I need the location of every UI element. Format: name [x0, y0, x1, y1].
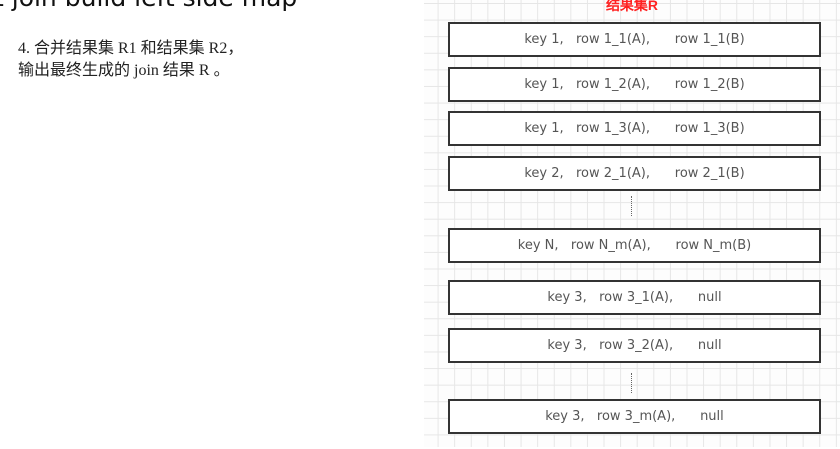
diagram-title: 结果集R [605, 0, 659, 13]
step-line-2: 输出最终生成的 join 结果 R 。 [18, 62, 230, 79]
result-row: key 1, row 1_1(A), row 1_1(B) [448, 22, 821, 57]
result-row: key 3, row 3_m(A), null [448, 399, 821, 434]
step-description: 4. 合并结果集 R1 和结果集 R2， 输出最终生成的 join 结果 R 。 [18, 38, 243, 82]
result-row: key 3, row 3_2(A), null [448, 328, 821, 363]
step-line-1: 4. 合并结果集 R1 和结果集 R2， [18, 40, 244, 57]
result-set-diagram: 结果集R key 1, row 1_1(A), row 1_1(B) key 1… [424, 0, 840, 447]
ellipsis-dots-icon [631, 373, 632, 393]
result-row: key 2, row 2_1(A), row 2_1(B) [448, 156, 821, 191]
result-row: key N, row N_m(A), row N_m(B) [448, 228, 821, 263]
section-heading: t join build left side map [0, 0, 297, 12]
result-row: key 1, row 1_2(A), row 1_2(B) [448, 67, 821, 102]
ellipsis-dots-icon [631, 196, 632, 216]
result-row: key 1, row 1_3(A), row 1_3(B) [448, 111, 821, 146]
result-row: key 3, row 3_1(A), null [448, 280, 821, 315]
